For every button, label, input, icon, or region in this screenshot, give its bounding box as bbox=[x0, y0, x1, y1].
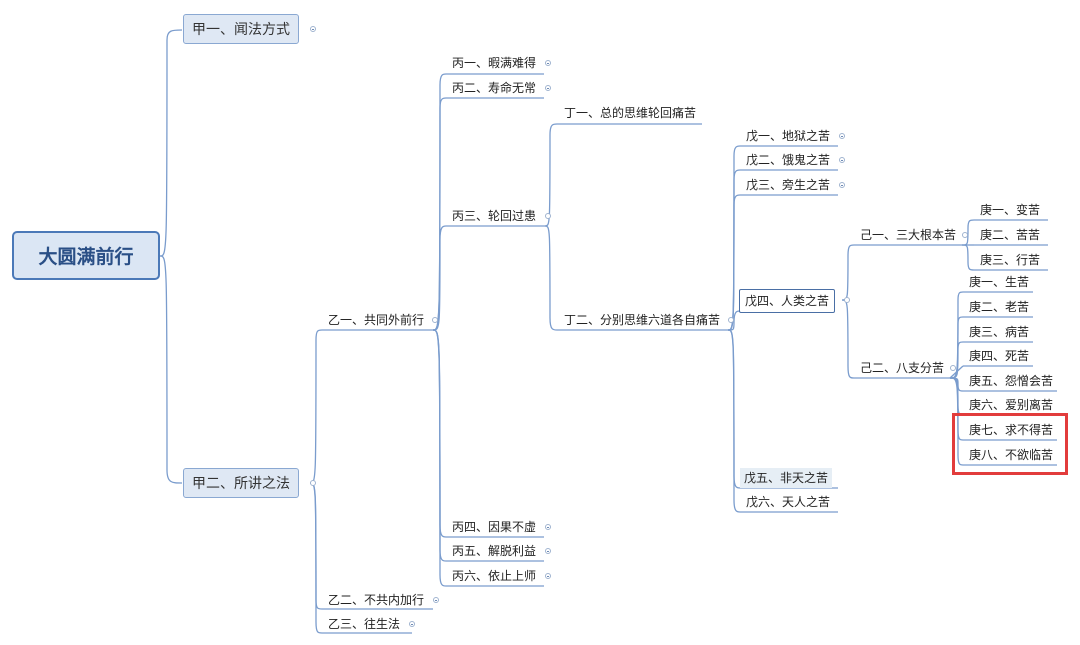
topic-ji2-geng2[interactable]: 庚二、老苦 bbox=[969, 300, 1030, 314]
collapse-icon[interactable] bbox=[432, 317, 438, 323]
topic-wu2[interactable]: 戊二、饿鬼之苦 bbox=[746, 153, 831, 167]
topic-ji2-geng3[interactable]: 庚三、病苦 bbox=[969, 325, 1030, 339]
topic-bing2[interactable]: 丙二、寿命无常 bbox=[452, 81, 537, 95]
topic-ji2-geng1[interactable]: 庚一、生苦 bbox=[969, 275, 1030, 289]
topic-wu4-selected[interactable]: 戊四、人类之苦 bbox=[739, 289, 836, 313]
collapse-icon[interactable] bbox=[310, 480, 316, 486]
collapse-icon[interactable] bbox=[950, 365, 956, 371]
topic-bing1[interactable]: 丙一、暇满难得 bbox=[452, 56, 537, 70]
topic-wu5[interactable]: 戊五、非天之苦 bbox=[740, 468, 833, 488]
expand-icon[interactable] bbox=[839, 133, 845, 139]
collapse-icon[interactable] bbox=[844, 297, 850, 303]
topic-ji1-geng3[interactable]: 庚三、行苦 bbox=[980, 253, 1041, 267]
topic-wu1[interactable]: 戊一、地狱之苦 bbox=[746, 129, 831, 143]
topic-yi1[interactable]: 乙一、共同外前行 bbox=[328, 313, 425, 327]
topic-ji1-geng2[interactable]: 庚二、苦苦 bbox=[980, 228, 1041, 242]
topic-bing6[interactable]: 丙六、依止上师 bbox=[452, 569, 537, 583]
topic-wu3[interactable]: 戊三、旁生之苦 bbox=[746, 178, 831, 192]
topic-yi2[interactable]: 乙二、不共内加行 bbox=[328, 593, 425, 607]
collapse-icon[interactable] bbox=[962, 232, 968, 238]
topic-bing5[interactable]: 丙五、解脱利益 bbox=[452, 544, 537, 558]
topic-ji1[interactable]: 己一、三大根本苦 bbox=[860, 228, 957, 242]
topic-wu6[interactable]: 戊六、天人之苦 bbox=[746, 495, 831, 509]
topic-ji2-geng7[interactable]: 庚七、求不得苦 bbox=[969, 423, 1054, 437]
topic-jia1[interactable]: 甲一、闻法方式 bbox=[183, 14, 299, 44]
topic-bing4[interactable]: 丙四、因果不虚 bbox=[452, 520, 537, 534]
expand-icon[interactable] bbox=[310, 26, 316, 32]
root-topic[interactable]: 大圆满前行 bbox=[12, 231, 160, 280]
topic-ji2-geng8[interactable]: 庚八、不欲临苦 bbox=[969, 448, 1054, 462]
expand-icon[interactable] bbox=[409, 621, 415, 627]
collapse-icon[interactable] bbox=[545, 213, 551, 219]
expand-icon[interactable] bbox=[839, 182, 845, 188]
topic-ding2[interactable]: 丁二、分别思维六道各自痛苦 bbox=[564, 313, 721, 327]
expand-icon[interactable] bbox=[545, 524, 551, 530]
topic-ji2-geng5[interactable]: 庚五、怨憎会苦 bbox=[969, 374, 1054, 388]
topic-ding1[interactable]: 丁一、总的思维轮回痛苦 bbox=[564, 106, 697, 120]
topic-ji1-geng1[interactable]: 庚一、变苦 bbox=[980, 203, 1041, 217]
highlight-box bbox=[952, 413, 1068, 475]
expand-icon[interactable] bbox=[545, 85, 551, 91]
expand-icon[interactable] bbox=[839, 157, 845, 163]
expand-icon[interactable] bbox=[433, 597, 439, 603]
topic-ji2-geng6[interactable]: 庚六、爱别离苦 bbox=[969, 398, 1054, 412]
topic-bing3[interactable]: 丙三、轮回过患 bbox=[452, 209, 537, 223]
topic-yi3[interactable]: 乙三、往生法 bbox=[328, 617, 401, 631]
topic-ji2[interactable]: 己二、八支分苦 bbox=[860, 361, 945, 375]
topic-jia2[interactable]: 甲二、所讲之法 bbox=[183, 468, 299, 498]
expand-icon[interactable] bbox=[545, 573, 551, 579]
collapse-icon[interactable] bbox=[728, 317, 734, 323]
expand-icon[interactable] bbox=[545, 548, 551, 554]
topic-ji2-geng4[interactable]: 庚四、死苦 bbox=[969, 349, 1030, 363]
expand-icon[interactable] bbox=[545, 60, 551, 66]
